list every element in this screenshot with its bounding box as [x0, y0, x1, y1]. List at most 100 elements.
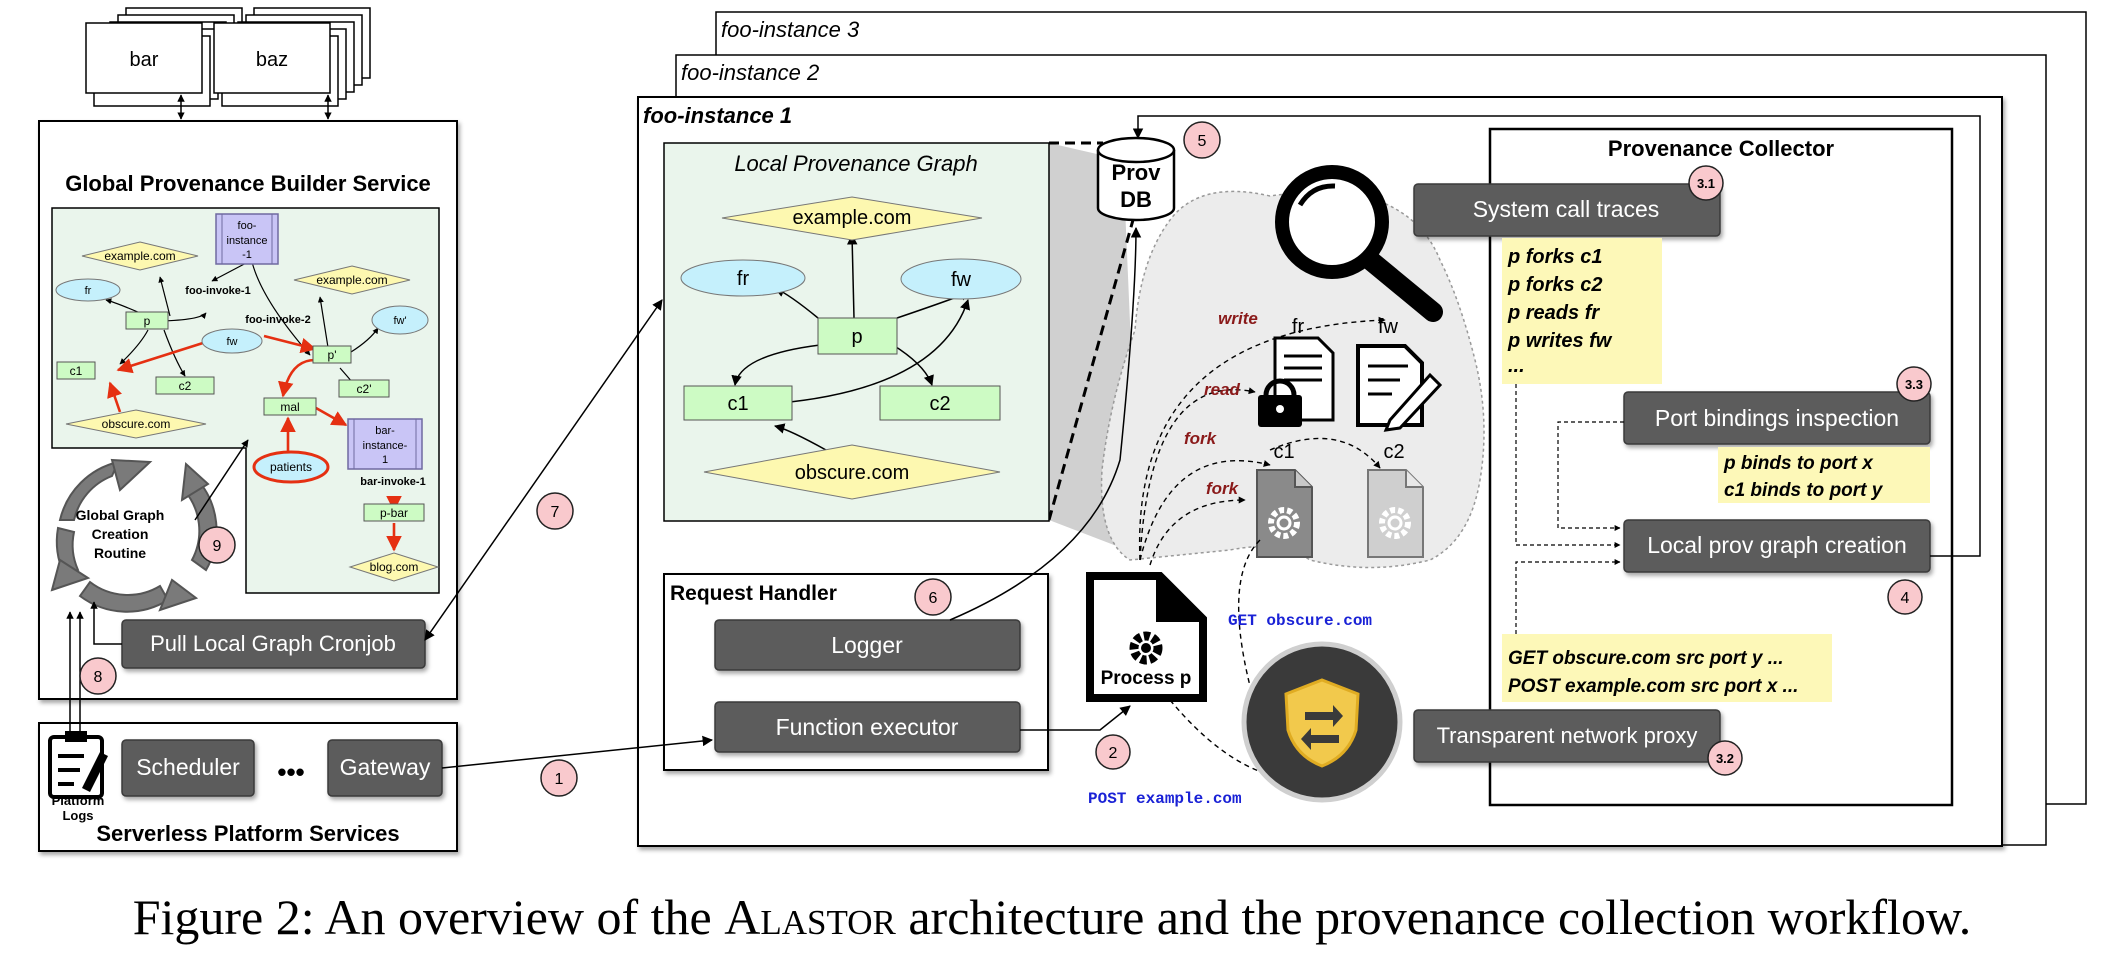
g-foo-invoke-2: foo-invoke-2	[245, 314, 310, 326]
caption-system-name: Alastor	[724, 889, 896, 945]
step-5: 5	[1183, 121, 1221, 159]
proxy-line-1: GET obscure.com src port y ...	[1508, 648, 1784, 669]
step-9: 9	[198, 526, 236, 564]
syscall-traces-box	[1413, 183, 1721, 237]
prov-db-icon	[1096, 136, 1176, 222]
svg-text:1: 1	[555, 771, 564, 788]
svg-text:-1: -1	[242, 249, 252, 261]
network-proxy-shield-icon	[1241, 641, 1403, 803]
routine-to-graph-arrow	[194, 439, 249, 521]
platform-title: Serverless Platform Services	[96, 821, 399, 846]
lg-obscure: obscure.com	[795, 462, 910, 484]
step-3-3: 3.3	[1896, 366, 1932, 402]
g-bar-instance-1: bar-	[375, 425, 395, 437]
step-6: 6	[914, 578, 952, 616]
trace-line-3: p reads fr	[1507, 302, 1600, 324]
clipboard-icon	[48, 731, 108, 799]
port-line-2: c1 binds to port y	[1724, 480, 1884, 501]
baz-stack: baz	[213, 7, 371, 107]
trace-lines-box	[1502, 238, 1662, 384]
post-request-label: POST example.com	[1088, 790, 1242, 808]
platform-logs-line2: Logs	[62, 808, 93, 823]
fork-label-2: fork	[1206, 479, 1240, 498]
svg-text:6: 6	[929, 590, 938, 607]
g-example1: example.com	[104, 249, 175, 263]
svg-text:9: 9	[213, 538, 222, 555]
g-fr: fr	[85, 285, 92, 297]
trace-line-5: ...	[1508, 355, 1525, 377]
svg-text:instance-: instance-	[363, 440, 408, 452]
executor-to-process-arrow	[1020, 705, 1131, 731]
svg-text:7: 7	[551, 504, 560, 521]
creation-to-db-arrow	[1132, 115, 1981, 557]
g-blog: blog.com	[370, 560, 419, 574]
c2-process-file-icon	[1367, 469, 1424, 558]
trace-line-4: p writes fw	[1507, 330, 1613, 352]
scheduler-box	[121, 739, 255, 797]
caption-suffix: architecture and the provenance collecti…	[895, 889, 1972, 945]
svg-text:instance: instance	[227, 235, 268, 247]
svg-text:4: 4	[1901, 590, 1910, 607]
magnifier-icon	[1275, 165, 1443, 322]
g-foo-invoke-1: foo-invoke-1	[185, 285, 250, 297]
routine-label-line1: Global Graph	[76, 507, 165, 523]
logger-box	[714, 619, 1021, 671]
proxy-lines-box	[1502, 634, 1832, 702]
fork-label-1: fork	[1184, 429, 1218, 448]
lg-fw: fw	[951, 269, 972, 291]
port-line-1: p binds to port x	[1723, 453, 1874, 474]
lg-c2: c2	[929, 393, 950, 415]
cronjob-to-routine-arrow	[90, 601, 122, 645]
g-foo-instance-1: foo-	[238, 220, 257, 232]
lg-example: example.com	[793, 207, 912, 229]
g-mal: mal	[280, 400, 299, 414]
svg-text:3.1: 3.1	[1697, 176, 1715, 191]
global-graph-nodes: example.com foo- instance -1 example.com…	[55, 213, 440, 582]
proxy-line-2: POST example.com src port x ...	[1508, 676, 1798, 697]
fw-edit-file-icon	[1356, 344, 1443, 432]
g-fw-prime: fw'	[393, 315, 406, 327]
c2-file-label: c2	[1383, 441, 1404, 463]
write-label: write	[1218, 309, 1258, 328]
instance-3-label: foo-instance 3	[721, 17, 860, 42]
svg-text:1: 1	[382, 454, 388, 466]
step-8: 8	[79, 657, 117, 695]
syscall-arrows	[1138, 316, 1386, 777]
process-p-file-icon	[1086, 572, 1207, 702]
gateway-label: Gateway	[340, 754, 431, 780]
syscall-traces-label: System call traces	[1473, 196, 1660, 222]
fr-lock-file-icon	[1258, 336, 1335, 427]
cronjob-label: Pull Local Graph Cronjob	[150, 631, 396, 656]
collector-internal-arrows	[1515, 384, 1624, 634]
fw-file-label: fw	[1378, 316, 1399, 338]
bar-stack: bar	[85, 7, 243, 107]
routine-label-line3: Routine	[94, 545, 146, 561]
request-handler-title: Request Handler	[670, 582, 837, 605]
step-2: 2	[1095, 734, 1131, 770]
fr-file-label: fr	[1292, 316, 1305, 338]
transparent-proxy-box	[1413, 709, 1721, 763]
local-graph-nodes: example.com fr fw p c1 c2 obscure.com	[680, 196, 1022, 500]
lg-c1: c1	[727, 393, 748, 415]
read-label: read	[1204, 380, 1241, 399]
port-inspection-box	[1623, 391, 1931, 445]
g-obscure: obscure.com	[102, 417, 171, 431]
global-graph-area	[51, 207, 440, 594]
g-fw: fw	[227, 336, 238, 348]
step-7: 7	[536, 492, 574, 530]
instance-1-label: foo-instance 1	[643, 103, 792, 128]
platform-ellipsis: •••	[277, 757, 304, 787]
figure-caption: Figure 2: An overview of the Alastor arc…	[0, 888, 2104, 958]
g-bar-invoke-1: bar-invoke-1	[360, 476, 425, 488]
svg-text:3.3: 3.3	[1905, 377, 1923, 392]
trace-line-1: p forks c1	[1507, 246, 1602, 268]
function-executor-label: Function executor	[776, 714, 959, 740]
transparent-proxy-label: Transparent network proxy	[1437, 723, 1698, 748]
function-executor-box	[714, 701, 1021, 753]
lg-fr: fr	[737, 268, 750, 290]
prov-db-line2: DB	[1120, 187, 1152, 212]
bar-label: bar	[130, 49, 159, 71]
g-patients: patients	[270, 460, 312, 474]
local-prov-creation-box	[1623, 519, 1931, 573]
svg-text:8: 8	[94, 669, 103, 686]
